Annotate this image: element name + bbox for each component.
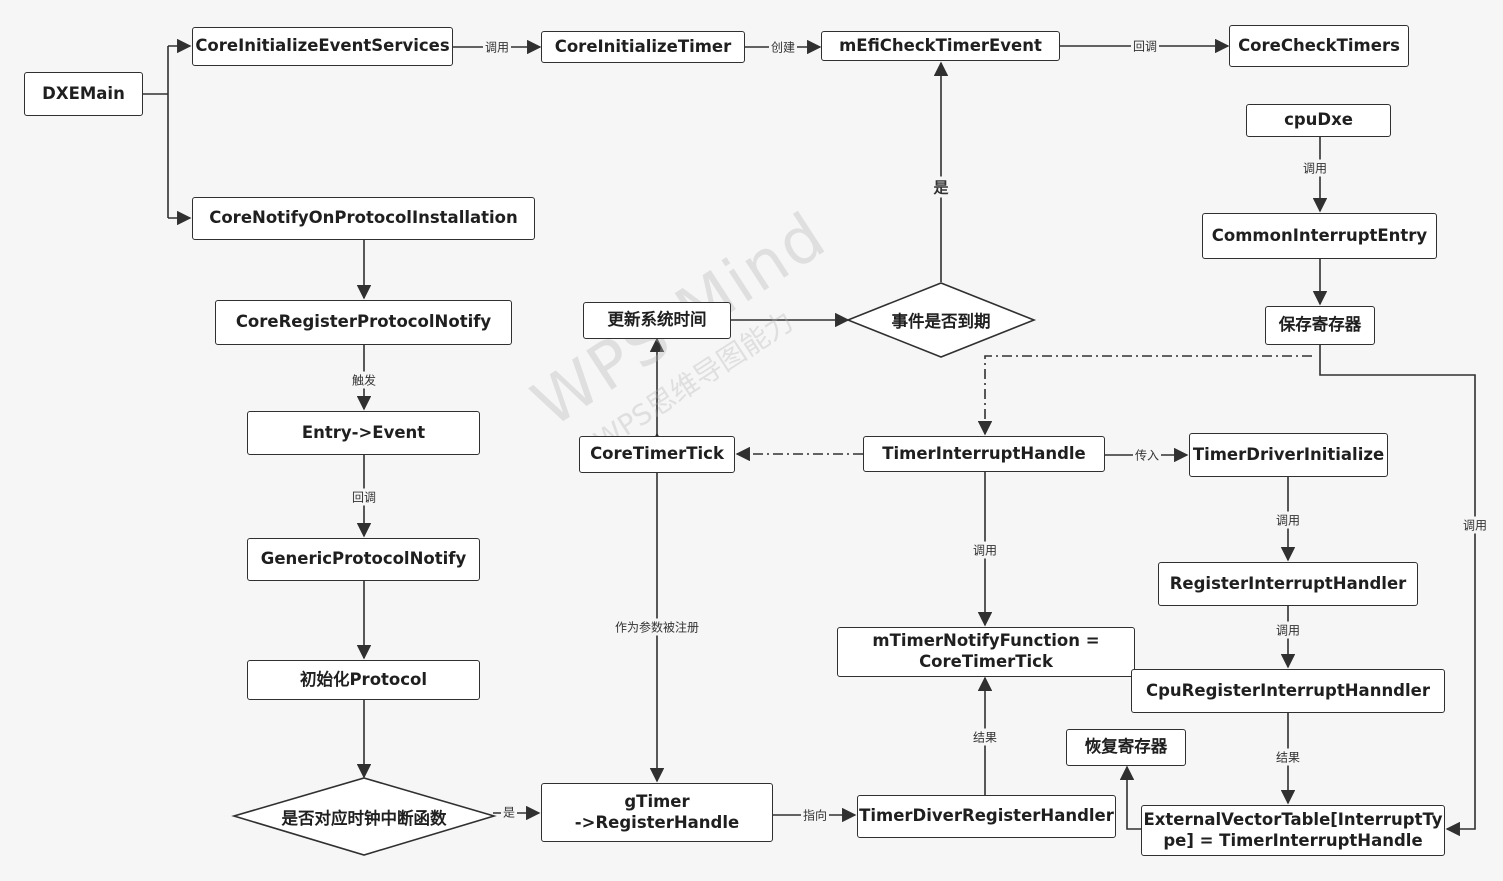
node-m-timer-notify-function[interactable]: mTimerNotifyFunction = CoreTimerTick: [837, 627, 1135, 677]
node-m-efi-check-timer-event[interactable]: mEfiCheckTimerEvent: [821, 31, 1060, 61]
edge-label-call-handle: 调用: [970, 541, 1000, 559]
node-core-register-protocol-notify[interactable]: CoreRegisterProtocolNotify: [215, 300, 512, 345]
node-cpu-register-interrupt-handler[interactable]: CpuRegisterInterruptHanndler: [1131, 669, 1445, 713]
edge-label-call-tdi: 调用: [1273, 511, 1303, 529]
node-core-notify-on-protocol-installation[interactable]: CoreNotifyOnProtocolInstallation: [192, 197, 535, 240]
edge-label-call-rih: 调用: [1273, 621, 1303, 639]
node-dxemain[interactable]: DXEMain: [24, 72, 143, 116]
node-core-initialize-event-services[interactable]: CoreInitializeEventServices: [192, 27, 453, 66]
evt-line-2: pe] = TimerInterruptHandle: [1163, 830, 1423, 850]
node-g-timer-register-handle[interactable]: gTimer ->RegisterHandle: [541, 783, 773, 842]
edge-label-registered-as-param: 作为参数被注册: [612, 618, 702, 636]
node-core-initialize-timer[interactable]: CoreInitializeTimer: [541, 31, 745, 63]
edge-save-to-tih-dashed: [977, 355, 1312, 436]
edge-label-yes-1: 是: [931, 176, 951, 198]
node-update-system-time[interactable]: 更新系统时间: [583, 302, 731, 339]
node-core-check-timers[interactable]: CoreCheckTimers: [1229, 25, 1409, 67]
node-timer-diver-register-handler[interactable]: TimerDiverRegisterHandler: [857, 795, 1116, 838]
edge-label-call-1: 调用: [482, 38, 512, 56]
node-core-timer-tick[interactable]: CoreTimerTick: [579, 436, 735, 473]
edge-label-result-2: 结果: [1273, 748, 1303, 766]
edge-label-yes-2: 是: [500, 803, 518, 821]
edge-label-callback-2: 回调: [349, 488, 379, 506]
node-common-interrupt-entry[interactable]: CommonInterruptEntry: [1202, 213, 1437, 259]
node-entry-event[interactable]: Entry->Event: [247, 411, 480, 455]
node-restore-registers[interactable]: 恢复寄存器: [1066, 729, 1186, 766]
edge-label-callback-1: 回调: [1130, 37, 1160, 55]
edge-evt-to-restore: [1119, 765, 1141, 830]
g-timer-line-1: gTimer: [624, 791, 690, 811]
evt-line-1: ExternalVectorTable[InterruptTy: [1143, 809, 1443, 829]
edge-label-pass-in: 传入: [1132, 446, 1162, 464]
node-timer-interrupt-handle[interactable]: TimerInterruptHandle: [863, 436, 1105, 472]
decision-event-expired[interactable]: 事件是否到期: [891, 312, 991, 331]
edge-label-create: 创建: [768, 38, 798, 56]
node-timer-driver-initialize[interactable]: TimerDriverInitialize: [1189, 433, 1388, 477]
edge-label-call-cpu: 调用: [1300, 159, 1330, 177]
edge-save-to-evt: [1319, 345, 1476, 837]
node-save-registers[interactable]: 保存寄存器: [1265, 306, 1375, 345]
decision-timer-fn-shape: [231, 777, 497, 856]
g-timer-line-2: ->RegisterHandle: [574, 812, 740, 832]
decision-event-expired-shape: [845, 282, 1037, 358]
edge-dxemain-branch: [143, 46, 169, 218]
edge-label-call-right: 调用: [1460, 516, 1490, 534]
edge-label-trigger: 触发: [349, 371, 379, 389]
node-external-vector-table[interactable]: ExternalVectorTable[InterruptTy pe] = Ti…: [1141, 805, 1445, 856]
node-cpu-dxe[interactable]: cpuDxe: [1246, 104, 1391, 137]
edge-label-point-to: 指向: [800, 806, 830, 824]
node-init-protocol[interactable]: 初始化Protocol: [247, 660, 480, 700]
node-register-interrupt-handler[interactable]: RegisterInterruptHandler: [1158, 562, 1418, 606]
node-generic-protocol-notify[interactable]: GenericProtocolNotify: [247, 538, 480, 581]
edge-label-result-1: 结果: [970, 728, 1000, 746]
decision-is-timer-interrupt-fn[interactable]: 是否对应时钟中断函数: [281, 808, 447, 828]
